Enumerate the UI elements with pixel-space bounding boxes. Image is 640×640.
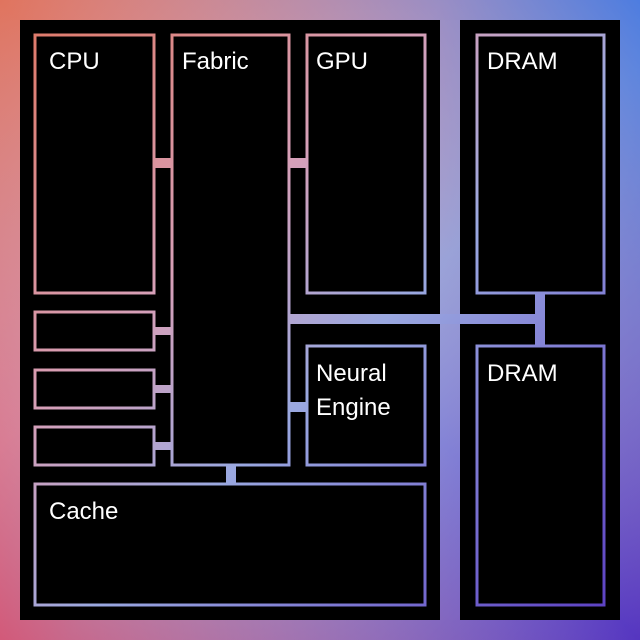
label-dram-top: DRAM — [487, 48, 558, 75]
block-cache — [33, 482, 427, 607]
label-neural-line1: Neural — [316, 360, 387, 387]
label-cache: Cache — [49, 498, 118, 525]
connector-fabric-cache — [226, 464, 236, 484]
connector-gpu-fabric — [289, 158, 307, 168]
connector-dram-top — [535, 292, 545, 347]
blocks — [33, 33, 606, 607]
connector-cpu-fabric — [154, 158, 172, 168]
block-neural-engine — [305, 344, 427, 467]
block-small-2 — [33, 368, 156, 410]
block-fabric — [170, 33, 291, 467]
block-dram-bottom — [475, 344, 606, 607]
bus-horizontal — [289, 314, 543, 324]
label-gpu: GPU — [316, 48, 368, 75]
connectors — [154, 158, 545, 484]
label-neural-line2: Engine — [316, 394, 391, 421]
block-dram-top — [475, 33, 606, 295]
label-fabric: Fabric — [182, 48, 249, 75]
connector-small2-fabric — [154, 385, 172, 393]
label-cpu: CPU — [49, 48, 100, 75]
block-small-1 — [33, 310, 156, 352]
connector-small1-fabric — [154, 327, 172, 335]
connector-neural-fabric — [289, 402, 307, 412]
block-cpu — [33, 33, 156, 295]
labels: CPU Fabric GPU DRAM Neural Engine DRAM C… — [49, 48, 558, 525]
block-small-3 — [33, 425, 156, 467]
connector-small3-fabric — [154, 442, 172, 450]
label-dram-bottom: DRAM — [487, 360, 558, 387]
block-gpu — [305, 33, 427, 295]
